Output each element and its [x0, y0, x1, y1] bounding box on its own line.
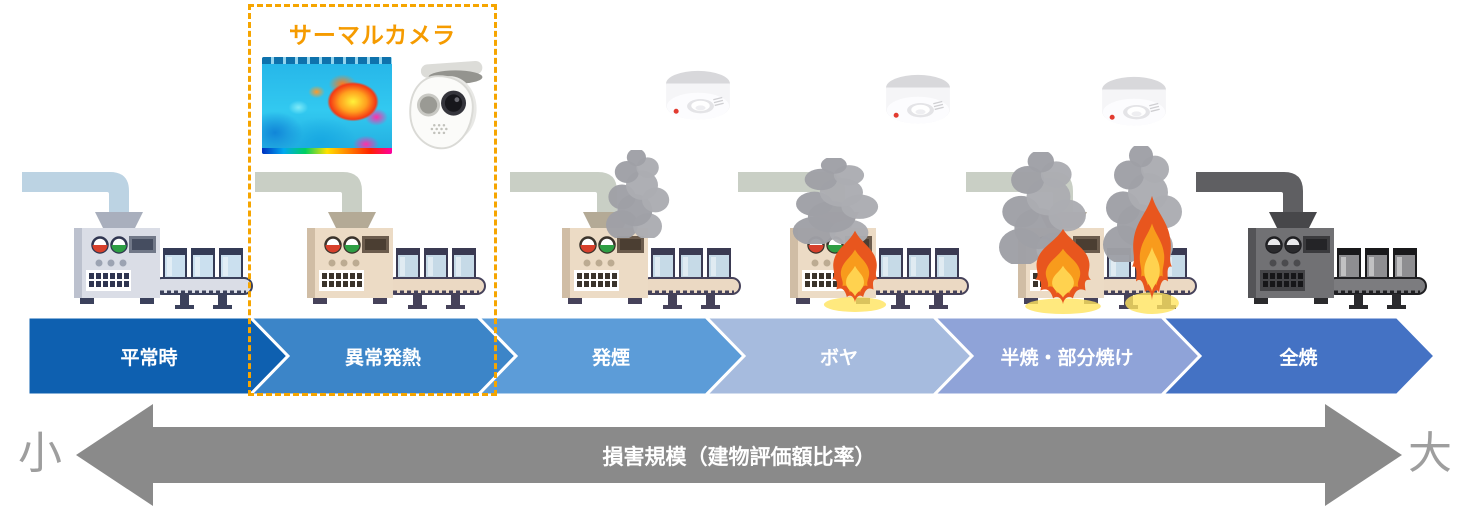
chevron-stage-overheat — [247, 317, 519, 395]
thermal-camera-icon — [392, 55, 492, 155]
thermal-camera-highlight-box — [248, 4, 497, 396]
scale-min-label: 小 — [18, 429, 62, 478]
stage-label-normal: 平常時 — [120, 347, 178, 369]
chevron-stage-smoke — [475, 317, 747, 395]
thermal-image — [262, 57, 392, 154]
flame-icon-small-fire — [818, 228, 892, 312]
stage-label-total-burn: 全焼 — [1279, 347, 1318, 369]
factory-machine-icon-smoke — [510, 160, 742, 310]
factory-machine-icon-total-burn — [1196, 160, 1428, 310]
damage-scale-arrow — [76, 404, 1402, 506]
stage-label-overheat: 異常発熱 — [344, 347, 421, 369]
stage-label-partial-burn: 半焼・部分焼け — [1000, 347, 1134, 369]
chevron-stage-partial-burn — [931, 317, 1203, 395]
stage-label-smoke: 発煙 — [591, 347, 630, 369]
scale-max-label: 大 — [1408, 429, 1452, 478]
smoke-detector-icon-smoke — [656, 66, 740, 138]
factory-machine-icon-overheat — [255, 160, 487, 310]
factory-machine-icon-normal — [22, 160, 254, 310]
chevron-stage-small-fire — [703, 317, 975, 395]
chevron-stage-total-burn — [1159, 317, 1435, 395]
stage-chevron-bar — [28, 317, 1435, 395]
smoke-detector-icon-partial-burn — [1092, 72, 1176, 144]
flame-icon-partial-burn — [1018, 226, 1108, 314]
smoke-icon-smoke — [598, 150, 678, 238]
flame-icon-partial-burn — [1120, 192, 1184, 314]
smoke-detector-icon-small-fire — [876, 70, 960, 142]
thermal-camera-label: サーマルカメラ — [288, 22, 457, 48]
stage-label-small-fire: ボヤ — [819, 347, 858, 369]
smoke-icon-small-fire — [782, 158, 890, 244]
